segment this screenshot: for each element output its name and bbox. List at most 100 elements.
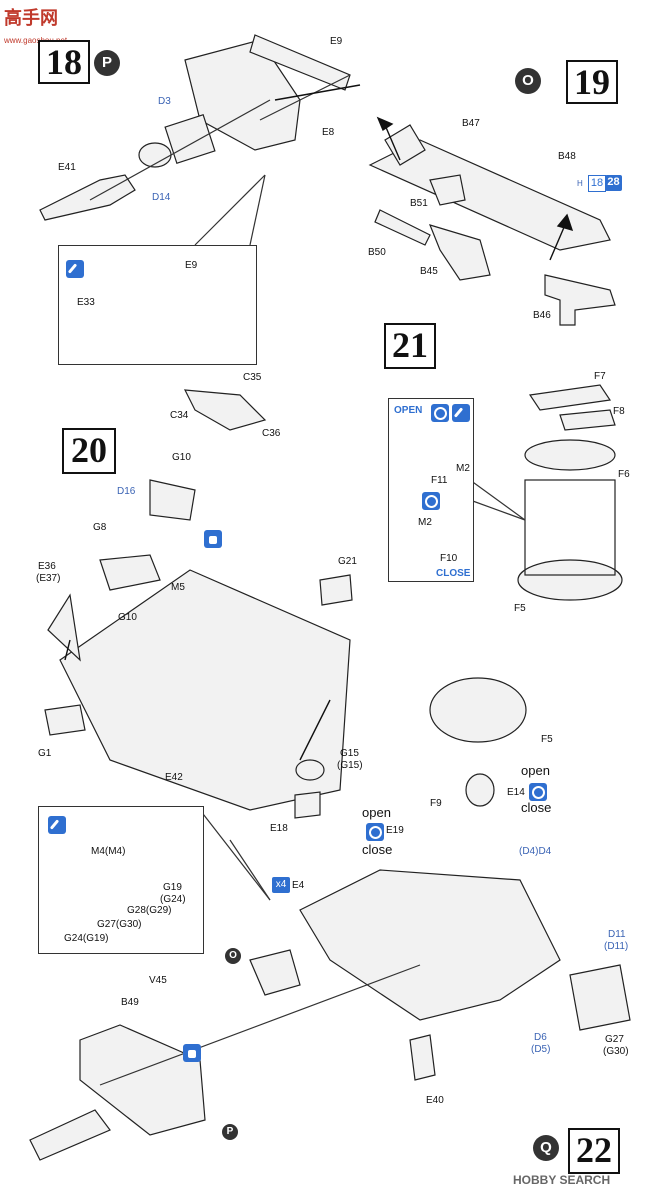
watermark-bottom: HOBBY SEARCH [513, 1173, 611, 1187]
label-e8: E8 [322, 127, 335, 138]
label-d3: D3 [158, 96, 171, 107]
part-f6 [524, 439, 616, 471]
label-b48: B48 [558, 151, 576, 162]
label-b51: B51 [410, 198, 428, 209]
part-f5 [517, 559, 623, 601]
label-f5-step21: F5 [514, 603, 526, 614]
label-f10: F10 [440, 553, 458, 564]
label-d14: D14 [152, 192, 171, 203]
part-e40 [409, 1034, 436, 1081]
part-g27 [569, 964, 631, 1031]
part-b47 [384, 124, 426, 166]
part-e36 [47, 593, 81, 662]
label-e18: E18 [270, 823, 288, 834]
cement-brush-icon [66, 260, 84, 278]
step-18-number: 18 [38, 40, 90, 84]
rotate-icon-e14 [529, 783, 547, 801]
label-b46: B46 [533, 310, 551, 321]
watermark-logo: 高手网 www.gaoshou.net [4, 4, 67, 48]
label-e37: (E37) [36, 573, 61, 584]
label-open-1: open [521, 763, 550, 778]
part-f7 [528, 384, 612, 411]
rotate-icon-21 [422, 492, 440, 510]
cupola-f5 [429, 677, 527, 743]
part-d16 [149, 479, 196, 521]
label-f6: F6 [618, 469, 630, 480]
part-g1 [44, 704, 86, 736]
hull-e42 [59, 569, 351, 811]
label-f8: F8 [613, 406, 625, 417]
label-f11: F11 [431, 475, 448, 486]
inset-label-g24: (G24) [160, 894, 186, 905]
label-g8: G8 [93, 522, 107, 533]
label-open-caps: OPEN [394, 405, 423, 416]
label-e42: E42 [165, 772, 183, 783]
paint-code-28: 28 [605, 175, 622, 191]
label-e41: E41 [58, 162, 76, 173]
cement-brush-icon-22 [48, 816, 66, 834]
turret-basket [524, 479, 616, 576]
step-22-number: 22 [568, 1128, 620, 1174]
label-b47: B47 [462, 118, 480, 129]
cement-brush-icon-21 [452, 404, 470, 422]
step-19-number: 19 [566, 60, 618, 104]
label-d6: D6 [534, 1032, 547, 1043]
label-v45: V45 [149, 975, 167, 986]
part-c35 [183, 389, 267, 431]
label-g15-alt: (G15) [337, 760, 363, 771]
label-g21: G21 [338, 556, 357, 567]
label-m2-close: M2 [418, 517, 432, 528]
barrel-e41 [39, 174, 136, 221]
marker-p-top: P [94, 50, 120, 76]
label-d5: (D5) [531, 1044, 551, 1055]
label-e19: E19 [386, 825, 404, 836]
label-b45: B45 [420, 266, 438, 277]
part-g8 [99, 554, 161, 591]
plate-e9 [249, 34, 351, 91]
label-open-2: open [362, 805, 391, 820]
label-e4: E4 [292, 880, 305, 891]
inset-step-18 [58, 245, 257, 365]
label-d4: (D4)D4 [519, 846, 552, 857]
label-e36: E36 [38, 561, 56, 572]
rotate-x4-badge: x4 [272, 877, 290, 893]
marker-q: Q [533, 1135, 559, 1161]
label-c35: C35 [243, 372, 262, 383]
marker-o-bottom: O [225, 948, 241, 964]
label-b49: B49 [121, 997, 139, 1008]
label-d16: D16 [117, 486, 136, 497]
part-g15 [295, 759, 325, 781]
label-close-caps: CLOSE [436, 568, 471, 579]
marker-p-bottom: P [222, 1124, 238, 1140]
barrel [29, 1109, 111, 1161]
paint-h-label: H [577, 179, 583, 188]
label-b50: B50 [368, 247, 386, 258]
label-m2-open: M2 [456, 463, 470, 474]
label-c36: C36 [262, 428, 281, 439]
label-f7: F7 [594, 371, 606, 382]
label-g10-top: G10 [172, 452, 191, 463]
inset-step-21 [388, 398, 474, 582]
hatch-e14 [465, 773, 495, 807]
watermark-brand: 高手网 [4, 8, 58, 28]
label-g30: (G30) [603, 1046, 629, 1057]
turret-body [299, 869, 561, 1021]
inset-label-g28: G28(G29) [127, 905, 172, 916]
label-g27: G27 [605, 1034, 624, 1045]
rotate-icon-e19 [366, 823, 384, 841]
paint-code-18: 18 [588, 175, 606, 192]
label-close-1: close [521, 800, 552, 815]
label-c34: C34 [170, 410, 189, 421]
inset-label-e9: E9 [185, 260, 198, 271]
label-e9: E9 [330, 36, 343, 47]
glue-icon [204, 530, 222, 548]
label-close-2: close [362, 842, 393, 857]
label-g15: G15 [340, 748, 359, 759]
watermark-url: www.gaoshou.net [4, 36, 68, 45]
part-b50 [374, 209, 431, 246]
part-b51 [429, 174, 466, 206]
step-21-number: 21 [384, 323, 436, 369]
part-g21 [319, 574, 353, 606]
label-g10-bottom: G10 [118, 612, 137, 623]
mg-v45 [249, 949, 301, 996]
